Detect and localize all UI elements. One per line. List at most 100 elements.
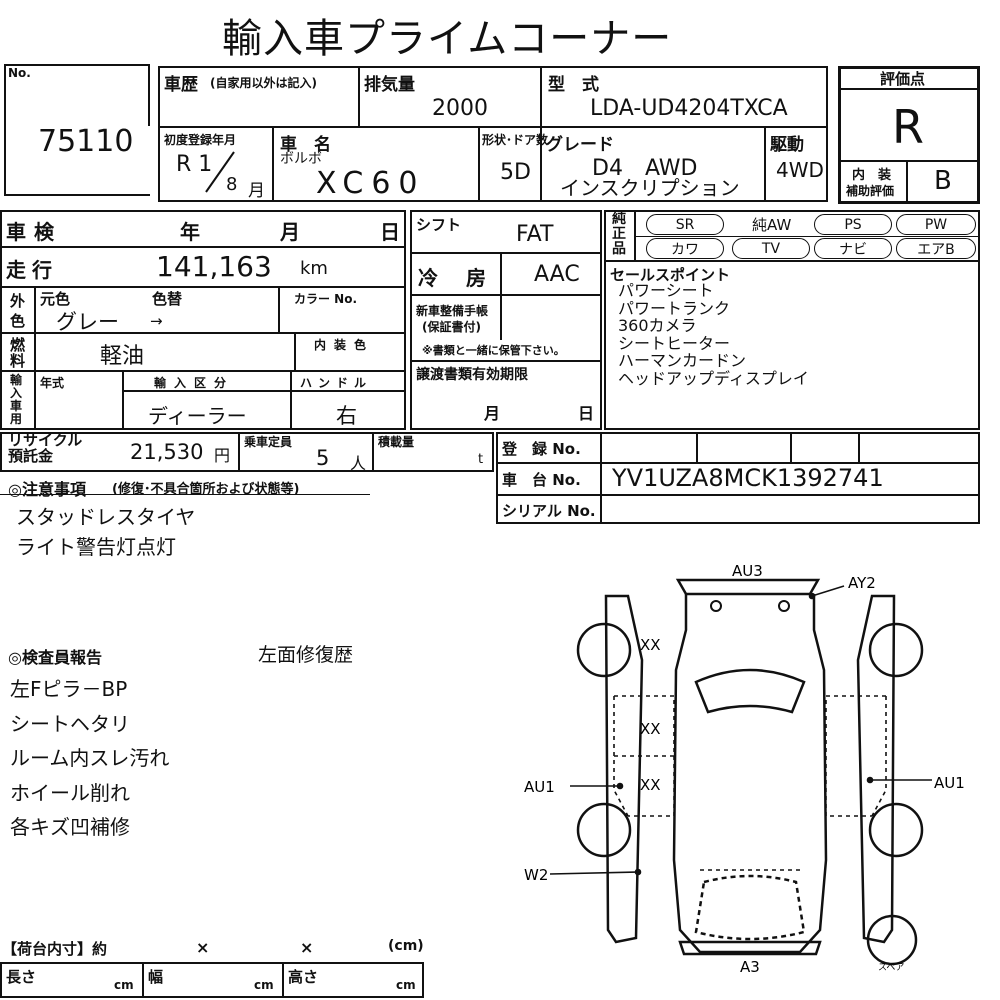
original-color-label: 元色 (40, 290, 71, 308)
equip-airbag: エアB (896, 238, 976, 259)
divider (122, 370, 124, 430)
sales-point: パワーシート (618, 281, 714, 300)
car-maker: ボルボ (280, 151, 322, 167)
equip-sr: SR (646, 214, 724, 235)
shape-door-value: 5D (500, 160, 531, 185)
cargo-width-unit: cm (254, 978, 274, 992)
grade-line1: D4 AWD (592, 156, 698, 181)
mark-a3: A3 (740, 958, 760, 976)
divider (142, 962, 144, 998)
notes-sub: (修復･不具合箇所および状態等) (112, 482, 300, 497)
sales-point: 360カメラ (618, 316, 697, 335)
sales-point: ヘッドアップディスプレイ (618, 368, 809, 388)
fuel-side-2: 料 (10, 352, 26, 370)
divider (0, 494, 370, 495)
inspector-side-note: 左面修復歴 (258, 644, 354, 666)
divider (4, 194, 150, 196)
rear-window (694, 874, 806, 941)
spec-table (0, 210, 406, 430)
grade-label: グレード (546, 135, 614, 155)
load-unit: t (478, 452, 484, 467)
equip-side-label: 純正品 (612, 211, 626, 257)
chassis-label: 車 台 No. (502, 471, 581, 489)
divider (500, 294, 502, 340)
import-side-label: 輸入車用 (10, 373, 23, 426)
divider (158, 126, 828, 128)
drive-label: 駆動 (770, 135, 804, 155)
divider (604, 260, 980, 262)
slash-divider (205, 151, 235, 193)
equip-pw: PW (896, 214, 976, 235)
divider (0, 246, 406, 248)
inspector-item: ホイール削れ (10, 780, 130, 805)
capacity-value: 5 (316, 446, 330, 470)
transfer-day: 日 (578, 404, 595, 423)
cargo-width-label: 幅 (148, 968, 164, 986)
divider (290, 370, 292, 430)
divider (282, 962, 284, 998)
arrow-icon: → (150, 312, 163, 330)
divider (906, 160, 908, 204)
registration-label: 登 録 No. (502, 440, 581, 458)
history-note: (自家用以外は記入) (210, 76, 317, 90)
color-side-2: 色 (10, 312, 26, 330)
manual-label-2: (保証書付) (422, 320, 481, 334)
mark-xx-1: XX (640, 636, 661, 654)
mark-au1-right: AU1 (934, 774, 965, 792)
chassis-number: YV1UZA8MCK1392741 (612, 464, 884, 492)
shaken-day: 日 (380, 220, 400, 244)
divider (0, 286, 406, 288)
shaken-label: 車検 (6, 220, 62, 244)
drive-value: 4WD (776, 158, 824, 182)
divider (600, 432, 602, 524)
inspector-item: シートヘタリ (10, 711, 130, 736)
left-door-panel (604, 594, 644, 944)
inspector-item: 各キズ凹補修 (10, 815, 130, 839)
cargo-length-label: 長さ (6, 968, 37, 986)
recycle-unit: 円 (214, 446, 231, 465)
divider (4, 64, 6, 196)
transfer-month: 月 (484, 404, 501, 423)
transfer-label: 譲渡書類有効期限 (416, 367, 528, 383)
inspector-label: ◎検査員報告 (8, 648, 102, 667)
tire-front-right (868, 622, 924, 678)
divider (294, 332, 296, 370)
divider (410, 294, 602, 296)
note-item: ライト警告灯点灯 (16, 535, 176, 559)
color-change-label: 色替 (152, 290, 183, 308)
shift-table (410, 210, 602, 430)
mileage-label: 走行 (6, 258, 58, 282)
capacity-label: 乗車定員 (244, 435, 293, 449)
load-label: 積載量 (378, 435, 415, 449)
cargo-x2: × (300, 938, 314, 957)
mark-w2: W2 (524, 866, 548, 884)
recycle-label: リサイクル預託金 (8, 431, 83, 465)
mark-xx-3: XX (640, 776, 661, 794)
auction-number: 75110 (38, 124, 134, 159)
inspector-item: ルーム内スレ汚れ (10, 746, 170, 770)
model-label: 型 式 (548, 75, 599, 95)
interior-color-label: 内装色 (314, 338, 375, 352)
shift-value: FAT (516, 222, 554, 247)
interior-label-1: 内 装 (852, 168, 892, 183)
divider (410, 252, 602, 254)
mark-au1-left: AU1 (524, 778, 555, 796)
model-value: LDA-UD4204TXCA (590, 96, 788, 121)
front-bumper (675, 578, 821, 596)
divider (0, 370, 406, 372)
registration-table (496, 432, 980, 524)
cargo-table (0, 962, 424, 998)
divider (496, 494, 980, 496)
car-name-value: XC60 (316, 166, 426, 201)
divider (500, 252, 502, 294)
score-label: 評価点 (880, 70, 926, 88)
sales-point: パワートランク (618, 298, 731, 318)
shape-door-label: 形状･ドア数 (482, 133, 549, 147)
equip-navi: ナビ (814, 238, 892, 259)
divider (764, 126, 766, 202)
divider (838, 160, 980, 162)
equip-alloy-wheel: 純AW (752, 216, 792, 234)
tire-rear-right (868, 802, 924, 858)
sales-point: ハーマンカードン (618, 351, 747, 370)
equip-ps: PS (814, 214, 892, 235)
